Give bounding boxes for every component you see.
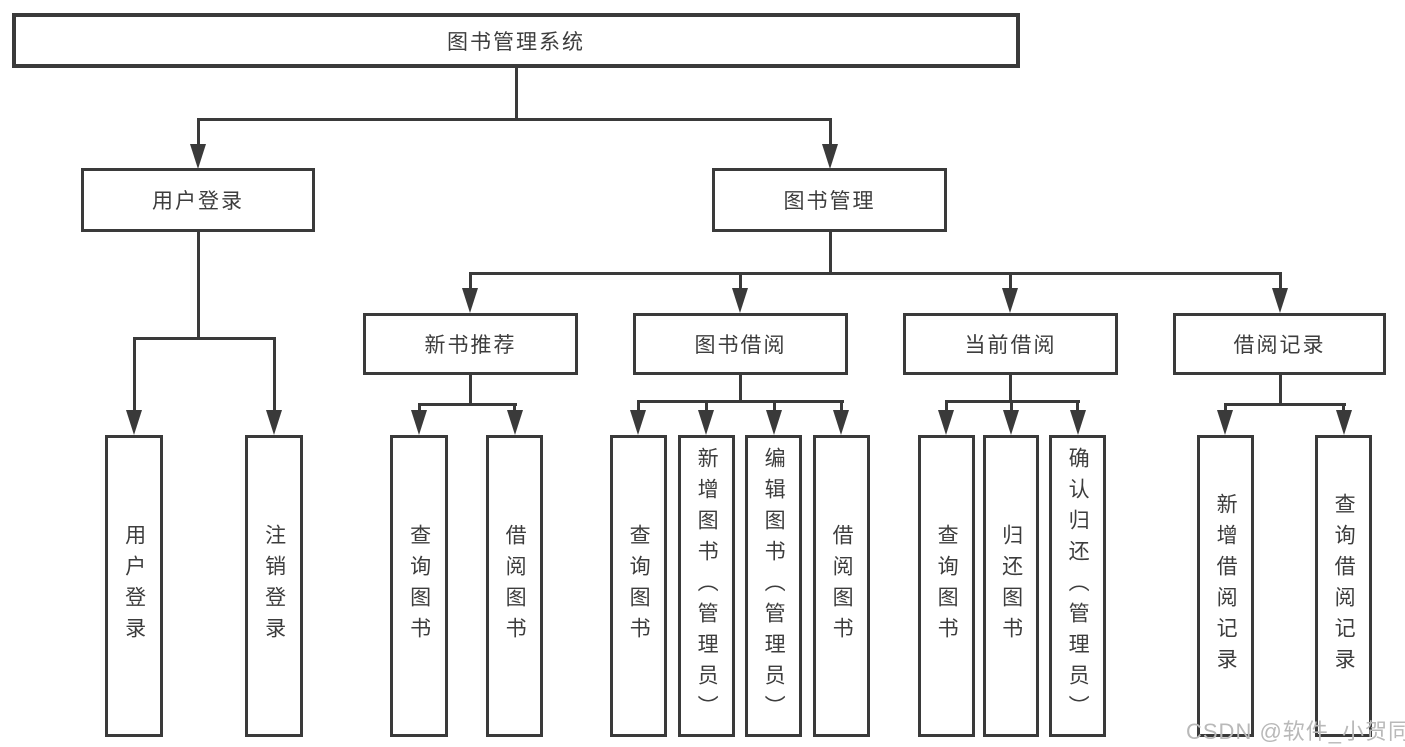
connector-line [1008, 272, 1012, 292]
arrow-down [1272, 288, 1288, 313]
connector-line [1223, 403, 1227, 415]
connector-line [772, 400, 776, 414]
leaf-logout-label: 注销登录 [262, 524, 286, 648]
arrow-down [126, 410, 142, 435]
node-current-borrow: 当前借阅 [903, 313, 1118, 375]
leaf-query-borrow-record: 查询借阅记录 [1315, 435, 1372, 737]
leaf-add-borrow-record: 新增借阅记录 [1197, 435, 1254, 737]
arrow-down [1217, 410, 1233, 435]
leaf-borrow-books-2-label: 借阅图书 [830, 524, 854, 648]
connector-line [132, 337, 276, 340]
leaf-query-books-3: 查询图书 [918, 435, 975, 737]
connector-line [1008, 375, 1012, 403]
leaf-query-books-1: 查询图书 [390, 435, 448, 737]
arrow-down [506, 410, 523, 435]
arrow-down [190, 144, 206, 169]
connector-line [828, 118, 832, 150]
connector-line [636, 400, 844, 403]
connector-line [1076, 400, 1079, 414]
node-book-management: 图书管理 [712, 168, 947, 232]
connector-line [196, 118, 832, 121]
arrow-down [1069, 410, 1086, 435]
leaf-query-books-2: 查询图书 [610, 435, 667, 737]
leaf-confirm-return-admin-label: 确认归还（管理员） [1066, 446, 1090, 726]
leaf-borrow-books-1: 借阅图书 [486, 435, 543, 737]
leaf-borrow-books-2: 借阅图书 [813, 435, 870, 737]
connector-line [738, 272, 742, 292]
connector-line [1342, 403, 1345, 415]
connector-line [944, 400, 948, 414]
arrow-down [1003, 410, 1019, 435]
connector-line [839, 400, 843, 414]
connector-line [417, 403, 421, 415]
leaf-confirm-return-admin: 确认归还（管理员） [1049, 435, 1106, 737]
connector-line [196, 118, 200, 150]
connector-line [468, 272, 472, 292]
connector-line [704, 400, 708, 414]
node-current-borrow-label: 当前借阅 [964, 334, 1057, 357]
csdn-watermark: CSDN @软件_小贺同学 [1186, 719, 1405, 744]
node-new-book-recommend-label: 新书推荐 [424, 334, 517, 357]
arrow-down [630, 410, 646, 435]
arrow-down [698, 410, 714, 435]
node-book-management-label: 图书管理 [783, 190, 876, 213]
leaf-return-books: 归还图书 [983, 435, 1039, 737]
leaf-return-books-label: 归还图书 [999, 524, 1023, 648]
arrow-down [462, 288, 478, 313]
leaf-user-login-label: 用户登录 [122, 524, 146, 648]
arrow-down [938, 410, 954, 435]
leaf-add-books-admin-label: 新增图书（管理员） [695, 446, 719, 726]
connector-line [272, 337, 276, 415]
leaf-edit-books-admin-label: 编辑图书（管理员） [762, 446, 786, 726]
leaf-add-borrow-record-label: 新增借阅记录 [1214, 493, 1238, 679]
arrow-down [411, 410, 427, 435]
connector-line [636, 400, 640, 414]
leaf-borrow-books-1-label: 借阅图书 [503, 524, 527, 648]
node-book-borrow-label: 图书借阅 [694, 334, 787, 357]
arrow-down [822, 144, 838, 169]
connector-line [196, 232, 200, 340]
node-root-system: 图书管理系统 [12, 13, 1020, 68]
node-user-login: 用户登录 [81, 168, 315, 232]
arrow-down [732, 288, 748, 313]
connector-line [1223, 403, 1346, 406]
connector-line [738, 375, 742, 403]
leaf-query-borrow-record-label: 查询借阅记录 [1332, 493, 1356, 679]
connector-line [468, 375, 472, 406]
node-book-borrow: 图书借阅 [633, 313, 848, 375]
arrow-down [766, 410, 782, 435]
connector-line [514, 68, 518, 121]
leaf-add-books-admin: 新增图书（管理员） [678, 435, 735, 737]
connector-line [132, 337, 136, 415]
leaf-query-books-1-label: 查询图书 [407, 524, 431, 648]
connector-line [513, 403, 516, 415]
connector-line [417, 403, 517, 406]
arrow-down [266, 410, 282, 435]
node-borrow-records: 借阅记录 [1173, 313, 1386, 375]
arrow-down [1002, 288, 1018, 313]
leaf-user-login: 用户登录 [105, 435, 163, 737]
node-borrow-records-label: 借阅记录 [1233, 334, 1326, 357]
connector-line [1278, 272, 1282, 292]
leaf-logout: 注销登录 [245, 435, 303, 737]
connector-line [468, 272, 1282, 275]
arrow-down [833, 410, 849, 435]
connector-line [1009, 400, 1013, 414]
leaf-query-books-3-label: 查询图书 [935, 524, 959, 648]
node-new-book-recommend: 新书推荐 [363, 313, 578, 375]
node-user-login-label: 用户登录 [152, 190, 244, 213]
leaf-edit-books-admin: 编辑图书（管理员） [745, 435, 802, 737]
arrow-down [1335, 410, 1352, 435]
node-root-label: 图书管理系统 [447, 30, 585, 54]
connector-line [828, 232, 832, 275]
connector-line [1278, 375, 1282, 406]
leaf-query-books-2-label: 查询图书 [627, 524, 651, 648]
